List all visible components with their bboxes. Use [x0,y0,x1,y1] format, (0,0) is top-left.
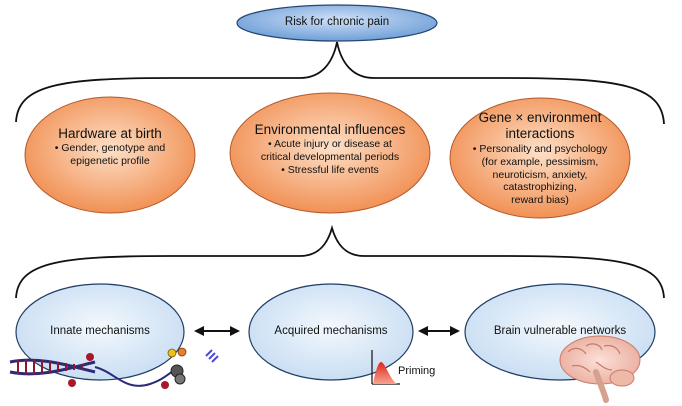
factor-environment-bullet-3: • Stressful life events [281,164,379,177]
factor-gene-env-text: Gene × environment interactions • Person… [460,110,620,207]
top-brace [15,41,665,125]
factor-environment-title: Environmental influences [254,122,406,137]
factor-gene-env-bullet-2: (for example, pessimism, [481,155,599,168]
bottom-brace [15,224,665,299]
factor-ellipse-gene-env [449,97,631,219]
factor-hardware-title: Hardware at birth [58,126,162,141]
factor-environment-text: Environmental influences • Acute injury … [235,122,425,177]
factor-gene-env-bullet-1: • Personality and psychology [472,142,608,155]
brain-icon [559,335,641,403]
top-ellipse [236,4,438,42]
factor-gene-env-bullet-3: neuroticism, anxiety, [492,168,588,181]
factor-ellipse-hardware [24,96,196,214]
factor-hardware-bullet-1: • Gender, genotype and [54,142,166,155]
factor-gene-env-bullet-4: catastrophizing, [503,181,577,194]
factor-gene-env-title-1: Gene × environment [478,110,602,125]
factor-environment-bullet-2: critical developmental periods [260,151,400,164]
mechanism-brain-label: Brain vulnerable networks [493,325,627,337]
top-title: Risk for chronic pain [284,16,390,28]
factor-environment-bullet-1: • Acute injury or disease at [268,138,392,151]
mechanism-acquired-label: Acquired mechanisms [274,325,388,337]
factor-hardware-text: Hardware at birth • Gender, genotype and… [30,126,190,168]
double-arrow-acquired-brain [418,326,460,336]
factor-gene-env-title-2: interactions [505,126,575,142]
factor-gene-env-bullet-5: reward bias) [511,194,569,207]
priming-chart-icon [371,350,400,385]
mechanism-ellipse-innate [15,283,185,381]
double-arrow-innate-acquired [194,326,240,336]
priming-label: Priming [398,365,436,377]
factor-ellipse-environment [229,92,431,214]
factor-hardware-bullet-2: epigenetic profile [70,155,150,168]
dna-helix-icon [9,347,219,389]
mechanism-innate-label: Innate mechanisms [50,325,150,337]
